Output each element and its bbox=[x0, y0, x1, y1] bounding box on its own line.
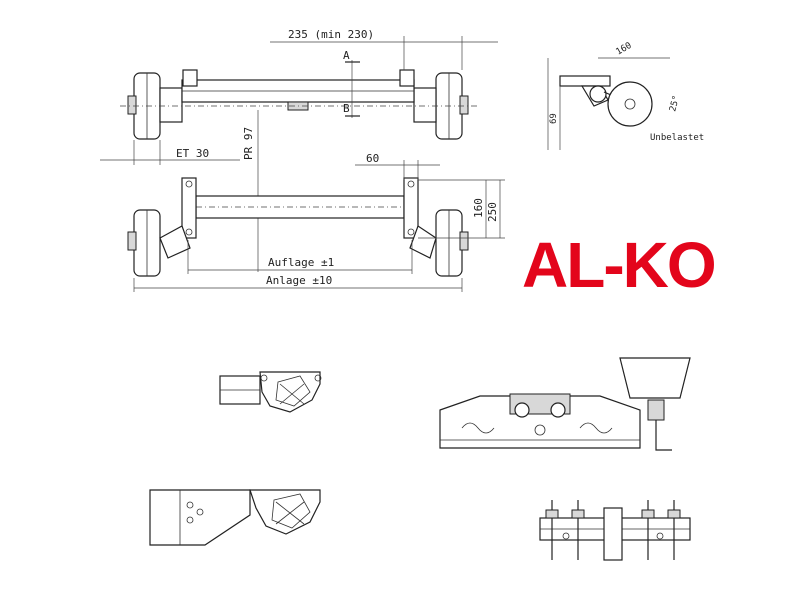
dim-height-small: 160 bbox=[472, 198, 485, 218]
dim-bracket-width: 60 bbox=[366, 152, 379, 165]
side-height: 69 bbox=[549, 113, 559, 124]
dim-contact: Anlage ±10 bbox=[266, 274, 332, 287]
detail-plate bbox=[439, 357, 691, 451]
side-view: 160 25° 69 Unbelastet bbox=[547, 41, 704, 150]
dim-height-large: 250 bbox=[486, 202, 499, 222]
dim-offset: ET 30 bbox=[176, 147, 209, 160]
section-b-label: B bbox=[343, 102, 350, 115]
detail-bolts bbox=[539, 500, 691, 561]
detail-bracket-2 bbox=[149, 489, 321, 546]
dim-support: Auflage ±1 bbox=[268, 256, 334, 269]
brand-logo: AL-KO bbox=[522, 229, 715, 301]
dim-profile: PR 97 bbox=[242, 127, 255, 160]
axle-top-view: A B 235 (min 230) ET 30 PR 97 bbox=[100, 28, 498, 272]
side-state-label: Unbelastet bbox=[650, 133, 704, 143]
side-angle: 25° bbox=[668, 94, 682, 112]
side-arm-length: 160 bbox=[615, 41, 634, 58]
section-a-label: A bbox=[343, 49, 350, 62]
dim-track-top: 235 (min 230) bbox=[288, 28, 374, 41]
axle-front-view: 60 160 250 Auflage ±1 Anlage ±10 bbox=[127, 152, 505, 292]
detail-bracket-1 bbox=[219, 371, 322, 413]
